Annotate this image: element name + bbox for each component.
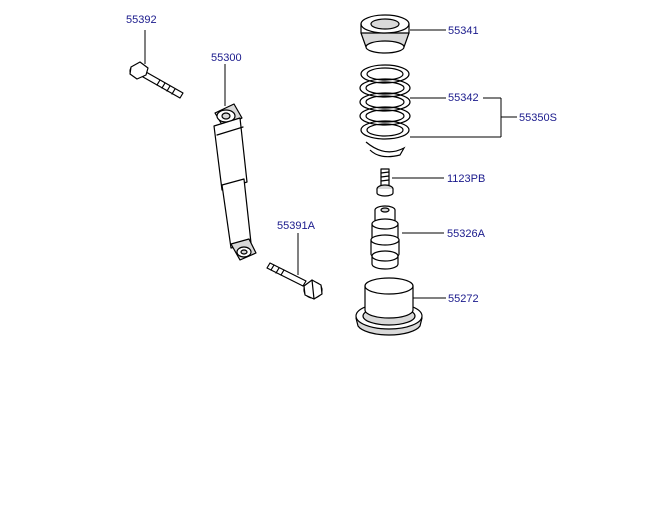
label-55300[interactable]: 55300 [211, 52, 242, 64]
label-1123pb[interactable]: 1123PB [447, 173, 485, 185]
label-55392[interactable]: 55392 [126, 14, 157, 26]
coil-spring-55342[interactable] [359, 64, 446, 158]
label-55342[interactable]: 55342 [448, 92, 479, 104]
label-55272[interactable]: 55272 [448, 293, 479, 305]
label-55350s[interactable]: 55350S [519, 112, 557, 124]
bolt-1123pb[interactable] [376, 168, 444, 197]
spring-seat-upper-55341[interactable] [360, 14, 446, 54]
label-55326a[interactable]: 55326A [447, 228, 486, 240]
label-55341[interactable]: 55341 [448, 25, 479, 37]
bolt-55391a[interactable] [266, 233, 323, 300]
bolt-55392[interactable] [129, 30, 184, 99]
bump-stopper-55326a[interactable] [370, 205, 444, 270]
label-55391a[interactable]: 55391A [277, 220, 316, 232]
assembly-bracket-55350s [410, 97, 517, 138]
spring-seat-lower-55272[interactable] [355, 277, 446, 336]
shock-absorber-55300[interactable] [213, 64, 257, 261]
